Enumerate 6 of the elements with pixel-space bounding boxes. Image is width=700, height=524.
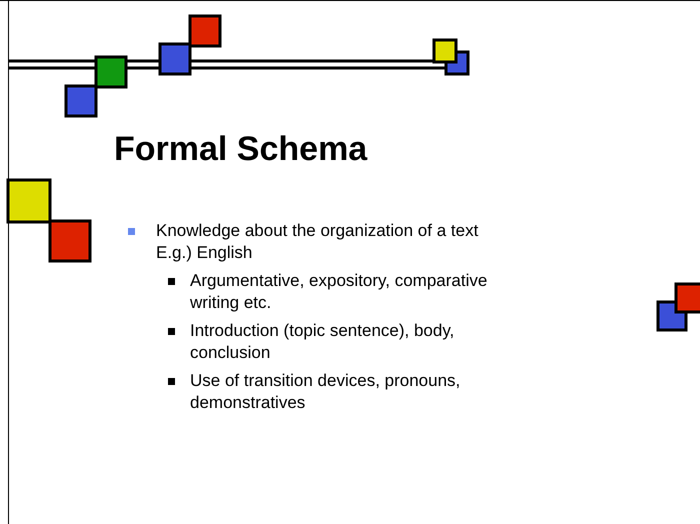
bullet-text: Argumentative, expository, comparative writing etc. (190, 270, 488, 314)
bullet-text: Introduction (topic sentence), body, conclusion (190, 320, 456, 364)
bullet-text: Use of transition devices, pronouns, demonstratives (190, 370, 462, 414)
bullet-text: Knowledge about the organization of a text (156, 220, 478, 242)
slide-title: Formal Schema (114, 129, 368, 170)
bullet-text: E.g.) English (156, 242, 254, 264)
